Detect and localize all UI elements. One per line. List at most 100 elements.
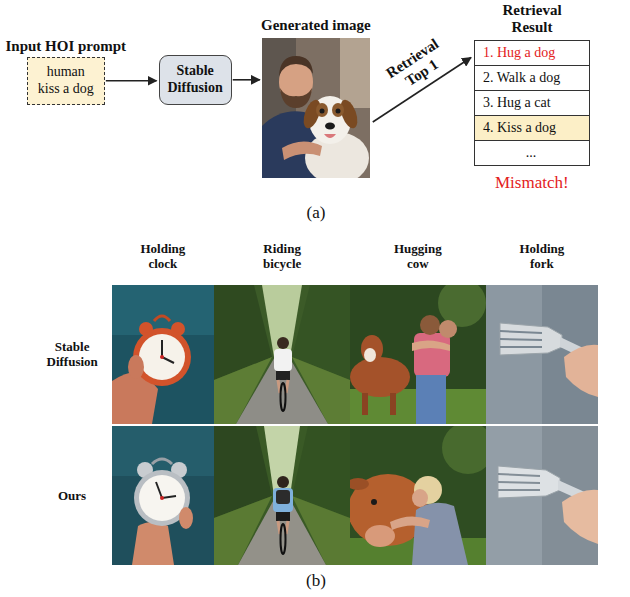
photo-clock-baseline-part xyxy=(112,285,214,424)
result-row: 1. Hug a dog xyxy=(475,41,589,66)
photo-fork-baseline-part xyxy=(564,345,598,397)
node-text: 1. Hug a dog xyxy=(483,44,579,62)
photo-fork-baseline-part xyxy=(500,331,542,333)
photo-clock-ours-part xyxy=(112,426,214,565)
arrow-connector xyxy=(233,79,260,81)
photo-cow-ours-part xyxy=(371,499,377,505)
result-row: 3. Hug a cat xyxy=(475,91,589,116)
photo-cow-baseline-part xyxy=(361,335,383,363)
photo-fork-ours-part xyxy=(562,490,598,544)
photo-bicycle-ours-part xyxy=(286,521,288,534)
photo-clock-ours xyxy=(112,426,214,565)
prompt-box-border: human kiss a dog xyxy=(27,57,105,105)
model-box: Stable Diffusion xyxy=(159,55,232,105)
panel-caption: (b) xyxy=(306,571,326,591)
photo-cow-baseline-part xyxy=(412,340,450,351)
retrieval-table-border: 1. Hug a dog 2. Walk a dog 3. Hug a cat 4. … xyxy=(474,40,590,166)
node-text: human kiss a dog xyxy=(35,64,97,98)
node-text: Stable Diffusion xyxy=(168,63,223,97)
row-label: Ours xyxy=(58,489,86,504)
photo-cow-baseline-part xyxy=(439,320,457,338)
column-header: Riding bicycle xyxy=(263,242,301,272)
photo-cow-ours-part xyxy=(347,478,369,490)
generated-photo-part xyxy=(336,109,341,114)
generated-image-frame: Generated image xyxy=(261,17,371,178)
photo-cow-baseline-part xyxy=(362,393,368,415)
photo-bicycle-ours-part xyxy=(276,490,290,504)
row-label: Stable Diffusion xyxy=(47,340,98,370)
generated-image-frame-border xyxy=(262,38,370,178)
photo-bicycle-baseline xyxy=(214,285,350,424)
edge-label: Retrieval Top 1 xyxy=(377,31,459,100)
photo-cow-baseline-part xyxy=(416,375,446,424)
node-text: ... xyxy=(483,144,579,162)
photo-cow-baseline-part xyxy=(438,279,486,327)
photo-fork-baseline-part xyxy=(500,339,542,340)
panel-caption: (a) xyxy=(307,203,326,223)
photo-bicycle-baseline-part xyxy=(276,371,290,380)
result-row: 2. Walk a dog xyxy=(475,66,589,91)
photo-cow-ours xyxy=(347,422,494,565)
photo-bicycle-baseline-part xyxy=(277,337,289,349)
column-header: Hugging cow xyxy=(394,242,442,272)
photo-bicycle-ours-part xyxy=(214,426,350,565)
generated-photo-part xyxy=(320,109,325,114)
generated-photo-part xyxy=(324,134,336,138)
photo-cow-baseline-part xyxy=(420,315,440,335)
photo-clock-ours-part xyxy=(162,496,176,498)
photo-cow-baseline xyxy=(350,279,486,424)
photo-clock-baseline xyxy=(112,285,214,424)
generated-photo-part xyxy=(332,103,344,117)
photo-cow-baseline-part xyxy=(364,348,376,362)
photo-fork-baseline-part xyxy=(486,285,598,424)
node-text: 2. Walk a dog xyxy=(483,69,579,87)
photo-fork-baseline-part xyxy=(500,323,562,355)
generated-photo-part xyxy=(325,123,335,130)
column-header: Holding fork xyxy=(520,242,565,272)
generated-photo xyxy=(262,38,370,184)
warning-text: Mismatch! xyxy=(495,173,569,193)
photo-cow-baseline-part xyxy=(350,357,410,397)
generated-photo-part xyxy=(279,56,313,76)
result-row: 4. Kiss a dog xyxy=(475,116,589,141)
photo-clock-ours-part xyxy=(160,496,164,500)
photo-fork-ours-part xyxy=(498,482,540,483)
photo-clock-baseline-part xyxy=(160,355,164,359)
generated-photo-part xyxy=(316,103,328,117)
photo-bicycle-ours-part xyxy=(281,524,286,554)
photo-bicycle-ours-part xyxy=(276,512,290,521)
photo-fork-ours-part xyxy=(498,466,560,498)
photo-bicycle-baseline-part xyxy=(214,285,350,424)
photo-bicycle-ours xyxy=(214,426,350,565)
photo-cow-baseline-part xyxy=(414,333,450,377)
photo-clock-ours-part xyxy=(179,507,193,529)
photo-bicycle-baseline-part xyxy=(274,349,292,371)
photo-fork-ours-part xyxy=(498,474,540,476)
photo-cow-ours-part xyxy=(365,525,395,547)
result-row: ... xyxy=(475,141,589,165)
photo-cow-ours-part xyxy=(390,516,430,530)
photo-clock-baseline-part xyxy=(133,328,191,386)
photo-bicycle-ours-part xyxy=(277,476,289,488)
node-text: 3. Hug a cat xyxy=(483,94,579,112)
photo-fork-baseline xyxy=(486,285,598,424)
generated-photo-part xyxy=(340,38,370,108)
photo-clock-ours-part xyxy=(132,522,174,565)
photo-clock-ours-part xyxy=(139,475,185,521)
photo-fork-ours-part xyxy=(486,426,598,565)
arrow-connector xyxy=(106,80,157,82)
photo-clock-baseline-part xyxy=(161,340,163,357)
node-text: 4. Kiss a dog xyxy=(483,119,579,137)
photo-cow-ours-part xyxy=(412,503,468,565)
node-text: Generated image xyxy=(261,17,371,34)
prompt-box: Input HOI prompthuman kiss a dog xyxy=(6,38,127,105)
photo-fork-ours-part xyxy=(498,489,540,491)
photo-fork-ours xyxy=(486,426,598,565)
node-text: Retrieval Result xyxy=(502,2,561,37)
photo-clock-baseline-part xyxy=(128,355,144,379)
photo-clock-ours-part xyxy=(152,459,172,464)
photo-clock-ours-part xyxy=(112,426,214,476)
photo-fork-baseline-part xyxy=(500,346,542,348)
column-header: Holding clock xyxy=(141,242,186,272)
